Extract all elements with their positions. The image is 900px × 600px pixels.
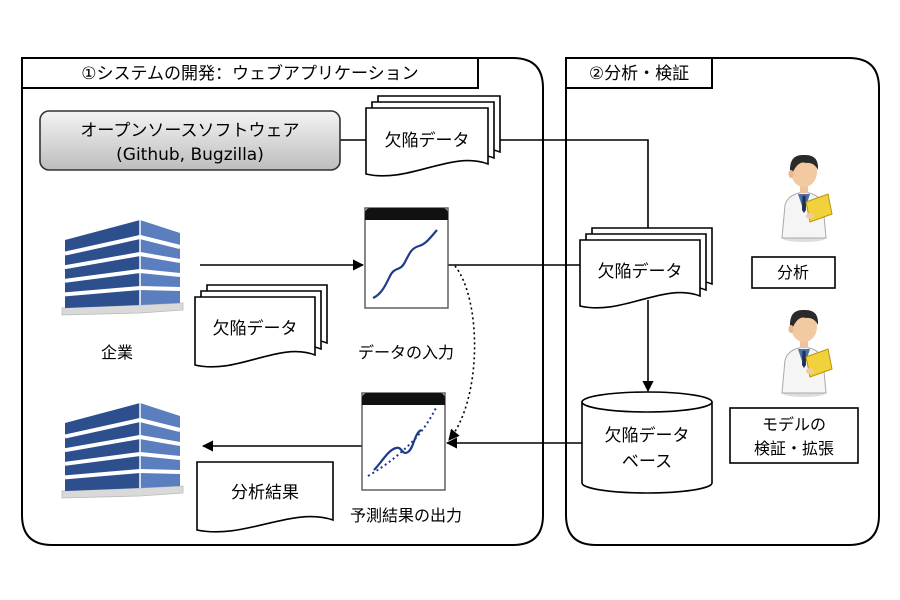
oss-defect-doc-label: 欠陥データ [385, 130, 470, 151]
development-panel-tab [21, 57, 479, 89]
model-role-label-line1: モデルの [762, 415, 826, 434]
analysis-role-box: 分析 [751, 256, 836, 289]
oss-box-title: オープンソースソフトウェア [80, 121, 299, 141]
building-icon [61, 220, 184, 316]
database-label-line1: 欠陥データ [605, 425, 690, 446]
data-input-label: データの入力 [358, 343, 454, 362]
analysis-result-label: 分析結果 [231, 483, 299, 503]
defect-database-icon: 欠陥データ ベース [581, 391, 713, 494]
oss-box: オープンソースソフトウェア (Github, Bugzilla) [39, 110, 341, 171]
prediction-output-label: 予測結果の出力 [350, 506, 462, 525]
analysis-defect-doc-label: 欠陥データ [598, 261, 683, 282]
data-input-chart-icon [364, 207, 449, 309]
company-label: 企業 [101, 343, 133, 362]
doc-sheet [196, 461, 334, 533]
analysis-defect-doc-stack: 欠陥データ [579, 227, 713, 309]
model-role-box: モデルの 検証・拡張 [729, 407, 859, 464]
oss-doc-to-analysis-line [500, 139, 649, 228]
model-role-frame [729, 407, 859, 464]
oss-box-subtitle: (Github, Bugzilla) [116, 145, 264, 165]
analysis-result-doc: 分析結果 [196, 461, 334, 533]
analysis-panel-title: ②分析・検証 [589, 64, 689, 84]
analysis-role-frame [751, 256, 836, 289]
database-label-line2: ベース [622, 452, 672, 472]
doc-sheet-front [365, 107, 489, 177]
analysis-panel-tab [565, 57, 713, 89]
oss-box-frame [39, 110, 341, 171]
building-icon [61, 403, 184, 499]
doc-sheet-front [579, 239, 701, 309]
doctor-icon [781, 309, 833, 397]
model-role-label-line2: 検証・拡張 [754, 439, 834, 458]
analysis-role-label: 分析 [777, 263, 809, 282]
company-defect-doc-label: 欠陥データ [213, 318, 298, 339]
prediction-output-chart-icon [361, 392, 446, 491]
development-panel-title: ①システムの開発：ウェブアプリケーション [81, 63, 418, 84]
company-defect-doc-stack: 欠陥データ [194, 284, 328, 368]
doc-sheet-front [194, 296, 316, 368]
oss-defect-doc-stack: 欠陥データ [365, 95, 501, 177]
doctor-icon [781, 154, 833, 242]
